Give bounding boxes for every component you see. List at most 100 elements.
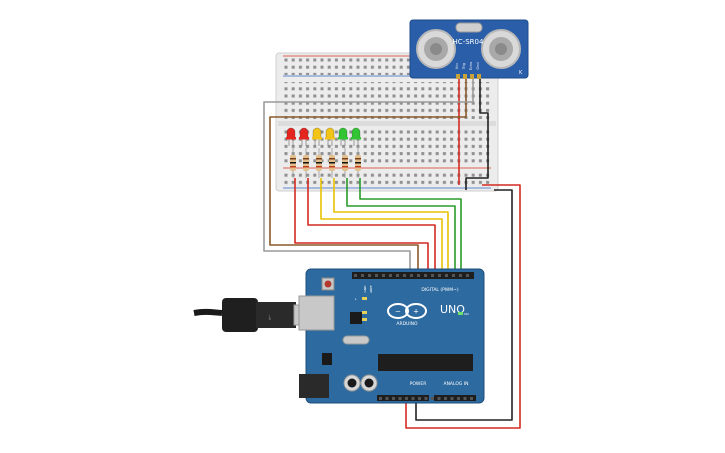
transducer-right-core — [495, 43, 507, 55]
resistor[interactable] — [290, 148, 296, 178]
led-base — [325, 137, 335, 140]
resistor[interactable] — [303, 148, 309, 178]
led-base — [338, 137, 348, 140]
transducer-left-core — [430, 43, 442, 55]
digital-pin[interactable] — [424, 274, 427, 277]
resistor-band — [329, 158, 335, 160]
digital-pin[interactable] — [403, 274, 406, 277]
digital-pin[interactable] — [389, 274, 392, 277]
digital-pin[interactable] — [368, 274, 371, 277]
power-analog-pin[interactable] — [424, 397, 428, 400]
digital-pin[interactable] — [375, 274, 378, 277]
wire-led-1[interactable] — [294, 178, 429, 275]
usb-symbol-icon: ⭏ — [268, 312, 272, 323]
resistor[interactable] — [342, 148, 348, 178]
digital-pin[interactable] — [431, 274, 434, 277]
digital-pin[interactable] — [382, 274, 385, 277]
power-header — [377, 395, 429, 401]
resistor[interactable] — [316, 148, 322, 178]
resistor-band — [290, 162, 296, 164]
aref-label: AREF — [369, 285, 373, 293]
wire-sensor-gnd[interactable] — [465, 79, 489, 190]
analog-header — [434, 395, 476, 401]
power-analog-pin[interactable] — [418, 397, 421, 400]
on-label: ON — [464, 312, 469, 316]
svg-text:−: − — [395, 308, 401, 316]
breadboard-upper-terminal — [283, 82, 491, 119]
ultrasonic-sensor[interactable]: HC-SR04 Vcc Trig Echo Gnd K — [409, 19, 529, 79]
wire-power-5v[interactable] — [405, 184, 521, 429]
power-analog-pin[interactable] — [411, 397, 415, 400]
sensor-pin-header — [463, 74, 467, 79]
usb-plug-body — [256, 302, 296, 328]
wire-led-5[interactable] — [346, 178, 456, 275]
led-red[interactable] — [286, 127, 296, 146]
sensor-pin-header — [470, 74, 474, 79]
wire-led-6[interactable] — [359, 178, 462, 275]
resistor-band — [329, 162, 335, 164]
led-dome — [351, 127, 361, 139]
resistor-band — [342, 166, 348, 168]
breadboard-bottom-rail — [283, 170, 491, 187]
power-analog-pin[interactable] — [392, 397, 395, 400]
atmega-chip — [378, 354, 473, 371]
resistor-band — [290, 166, 296, 168]
wire-led-3[interactable] — [320, 178, 443, 275]
power-analog-pin[interactable] — [398, 397, 402, 400]
led-red[interactable] — [299, 127, 309, 146]
sensor-pin-echo: Echo — [469, 62, 473, 71]
digital-pin[interactable] — [361, 274, 364, 277]
capacitor-left-top — [347, 378, 357, 388]
led-base — [351, 137, 361, 140]
voltage-regulator — [322, 353, 332, 365]
power-analog-pin[interactable] — [470, 397, 473, 400]
digital-pin[interactable] — [354, 274, 357, 277]
power-analog-pin[interactable] — [405, 397, 408, 400]
resistor-band — [316, 162, 322, 164]
wire-led-2[interactable] — [307, 178, 436, 275]
power-analog-pin[interactable] — [450, 397, 454, 400]
digital-pin[interactable] — [396, 274, 399, 277]
led-dome — [312, 127, 322, 139]
led-green[interactable] — [338, 127, 348, 146]
digital-pin[interactable] — [417, 274, 420, 277]
wires — [263, 79, 521, 429]
digital-pin[interactable] — [452, 274, 455, 277]
gnd-label: GND — [363, 285, 367, 293]
power-analog-pin[interactable] — [444, 397, 447, 400]
led-yellow[interactable] — [325, 127, 335, 146]
l-label: L — [355, 297, 357, 301]
svg-text:+: + — [413, 308, 419, 316]
power-analog-pin[interactable] — [431, 397, 434, 400]
wire-sensor-echo[interactable] — [263, 79, 474, 275]
resistor[interactable] — [329, 148, 335, 178]
wire-sensor-trig[interactable] — [269, 79, 467, 275]
wire-led-4[interactable] — [333, 178, 449, 275]
usb-cable[interactable]: ⭏ — [193, 298, 311, 332]
digital-pin[interactable] — [445, 274, 448, 277]
digital-pin[interactable] — [438, 274, 441, 277]
power-analog-pin[interactable] — [379, 397, 382, 400]
led-dome — [286, 127, 296, 139]
l-led — [362, 297, 367, 300]
resistor-band — [329, 166, 335, 168]
wire-power-gnd[interactable] — [415, 189, 513, 421]
power-analog-pin[interactable] — [385, 397, 389, 400]
resistor[interactable] — [355, 148, 361, 178]
resistor-band — [303, 158, 309, 160]
breadboard-center-channel — [278, 121, 496, 126]
power-analog-pin[interactable] — [457, 397, 460, 400]
resistor-band — [316, 158, 322, 160]
power-analog-pin[interactable] — [463, 397, 467, 400]
power-analog-pin[interactable] — [437, 397, 441, 400]
arduino-board[interactable]: DIGITAL (PWM~) AREF GND − + ARDUINO UNO … — [298, 268, 485, 404]
digital-pin[interactable] — [466, 274, 469, 277]
digital-pin[interactable] — [410, 274, 413, 277]
led-yellow[interactable] — [312, 127, 322, 146]
rx-led — [362, 318, 367, 321]
digital-pin[interactable] — [459, 274, 462, 277]
tx-led — [362, 311, 367, 314]
arduino-logo: − + — [387, 303, 427, 319]
led-green[interactable] — [351, 127, 361, 146]
